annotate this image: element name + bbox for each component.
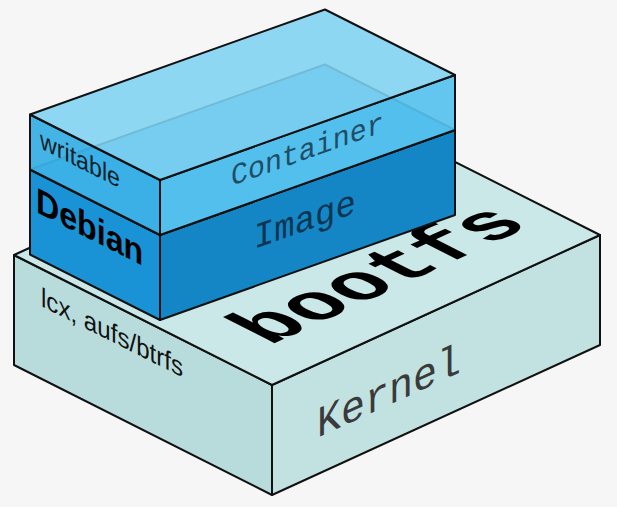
slab-left-face bbox=[14, 255, 272, 495]
slab-shape bbox=[28, 7, 458, 239]
slab-top-face bbox=[30, 65, 455, 236]
layer-slab: writableContainer bbox=[28, 7, 458, 239]
slab-top-face bbox=[14, 105, 600, 385]
